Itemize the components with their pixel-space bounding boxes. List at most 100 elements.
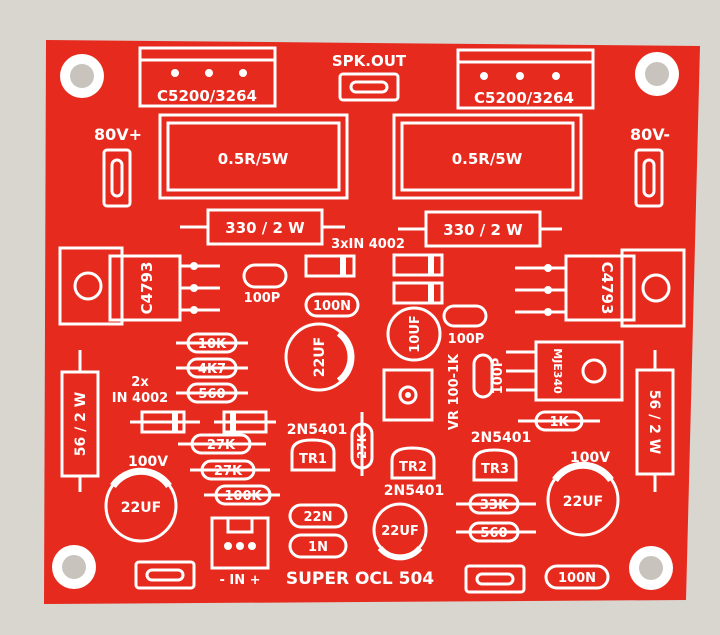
capacitor-10uf: 10UF <box>386 306 442 362</box>
capacitor-22uf-center: 22UF <box>284 322 355 392</box>
r560-right-label: 560 <box>480 526 507 541</box>
resistor-1k: 1K <box>518 410 600 432</box>
r1k-label: 1K <box>549 415 569 430</box>
capacitor-22uf-right: 22UF <box>546 461 620 537</box>
vr-label: VR 100-1K <box>447 353 462 430</box>
p100-right-label: 100P <box>448 332 485 347</box>
c5200-right-label: C5200/3264 <box>474 89 574 107</box>
80v-plus-connector <box>102 148 132 208</box>
transistor-tr1: TR1 <box>290 438 336 472</box>
2n5401-right-label: 2N5401 <box>471 430 531 446</box>
diodes-2x-label-b: IN 4002 <box>112 391 168 406</box>
resistor-4k7: 4K7 <box>176 357 248 379</box>
resistor-560-left: 560 <box>176 382 248 404</box>
resistor-33k: 33K <box>456 493 536 515</box>
r33k-label: 33K <box>480 498 509 513</box>
input-label: - IN + <box>219 573 260 588</box>
mounting-hole-bottom-left <box>52 545 96 589</box>
capacitor-22uf-small: 22UF <box>372 502 428 561</box>
diode-middle-right <box>392 281 444 305</box>
spk-out-connector <box>338 72 400 102</box>
diode-left-b <box>214 410 276 434</box>
mounting-hole-top-right <box>635 52 679 96</box>
2n5401-mid-label: 2N5401 <box>384 483 444 499</box>
n100-mid-label: 100N <box>313 299 351 314</box>
res05-right-label: 0.5R/5W <box>452 150 523 168</box>
tr3-label: TR3 <box>481 462 509 477</box>
resistor-10k: 10K <box>176 332 248 354</box>
80v-minus-connector <box>634 148 664 208</box>
power-connector-bottom-left <box>134 560 196 590</box>
transistor-c4793-right: C4793 <box>515 248 686 328</box>
resistor-560-right: 560 <box>456 521 536 543</box>
n100-bottom-label: 100N <box>558 571 596 586</box>
resistor-56-left: 56 / 2 W <box>60 350 100 492</box>
resistor-56-right: 56 / 2 W <box>635 350 675 492</box>
r27k-vert-label: 27K <box>355 432 369 459</box>
resistor-05r-left: 0.5R/5W <box>158 113 349 200</box>
capacitor-100n-bottom: 100N <box>544 564 610 590</box>
resistor-27k-a: 27K <box>178 433 266 455</box>
uf10-label: 10UF <box>408 315 423 353</box>
transistor-footprint-left-top: C5200/3264 <box>138 46 277 108</box>
n1-label: 1N <box>308 540 328 555</box>
80v-plus-label: 80V+ <box>94 125 142 144</box>
c4793-left-label: C4793 <box>138 262 156 315</box>
c4793-right-label: C4793 <box>598 262 616 315</box>
p100-left-label: 100P <box>244 291 281 306</box>
diode-top-left <box>304 254 356 278</box>
mounting-hole-bottom-right <box>629 546 673 590</box>
power-connector-bottom-right <box>464 564 526 594</box>
r56-right-label: 56 / 2 W <box>646 390 662 454</box>
transistor-mje340: MJE340 <box>506 340 624 402</box>
r27k-a-label: 27K <box>207 438 236 453</box>
capacitor-100n-mid: 100N <box>304 292 360 318</box>
trimmer-vr: VR 100-1K <box>382 353 462 430</box>
2n5401-left-label: 2N5401 <box>287 422 347 438</box>
r10k-label: 10K <box>198 337 227 352</box>
resistor-330-left: 330 / 2 W <box>180 208 345 246</box>
spk-out-label: SPK.OUT <box>332 52 407 70</box>
tr2-label: TR2 <box>399 460 427 475</box>
resistor-27k-vertical: 27K <box>350 412 374 476</box>
resistor-330-right: 330 / 2 W <box>398 210 562 248</box>
r4k7-label: 4K7 <box>198 362 226 377</box>
n22-label: 22N <box>304 510 333 525</box>
capacitor-100p-left: 100P <box>242 263 288 306</box>
capacitor-1n: 1N <box>288 533 348 559</box>
r560-left-label: 560 <box>198 387 225 402</box>
res05-left-label: 0.5R/5W <box>218 150 289 168</box>
transistor-footprint-right-top: C5200/3264 <box>456 48 595 110</box>
capacitor-100p-right: 100P <box>442 304 488 347</box>
r27k-b-label: 27K <box>214 464 243 479</box>
capacitor-100p-vertical: 100P <box>472 353 506 399</box>
r100k-label: 100K <box>224 489 262 504</box>
r56-left-label: 56 / 2 W <box>73 392 89 456</box>
diodes-2x-label-a: 2x <box>131 375 149 390</box>
80v-minus-label: 80V- <box>630 125 670 144</box>
capacitor-22uf-left: 22UF <box>104 467 178 543</box>
r330-right-label: 330 / 2 W <box>443 221 523 239</box>
capacitor-22n: 22N <box>288 503 348 529</box>
diode-top-right <box>392 253 444 277</box>
pcb-board <box>44 40 700 604</box>
input-connector: - IN + <box>210 516 270 588</box>
transistor-c4793-left: C4793 <box>58 246 220 326</box>
board-title: SUPER OCL 504 <box>286 569 434 589</box>
uf22-right-label: 22UF <box>563 494 603 510</box>
tr1-label: TR1 <box>299 452 327 467</box>
diodes-top-label: 3xIN 4002 <box>331 237 405 252</box>
mje-label: MJE340 <box>551 348 564 394</box>
transistor-tr3: TR3 <box>472 448 518 482</box>
resistor-05r-right: 0.5R/5W <box>392 113 583 200</box>
100v-left-label: 100V <box>128 454 168 470</box>
resistor-100k: 100K <box>204 484 280 506</box>
r330-left-label: 330 / 2 W <box>225 219 305 237</box>
resistor-27k-b: 27K <box>190 459 270 481</box>
c5200-left-label: C5200/3264 <box>157 87 257 105</box>
uf22-left-label: 22UF <box>121 500 161 516</box>
uf22-small-label: 22UF <box>381 524 419 539</box>
uf22-center-label: 22UF <box>312 337 328 377</box>
mounting-hole-top-left <box>60 54 104 98</box>
